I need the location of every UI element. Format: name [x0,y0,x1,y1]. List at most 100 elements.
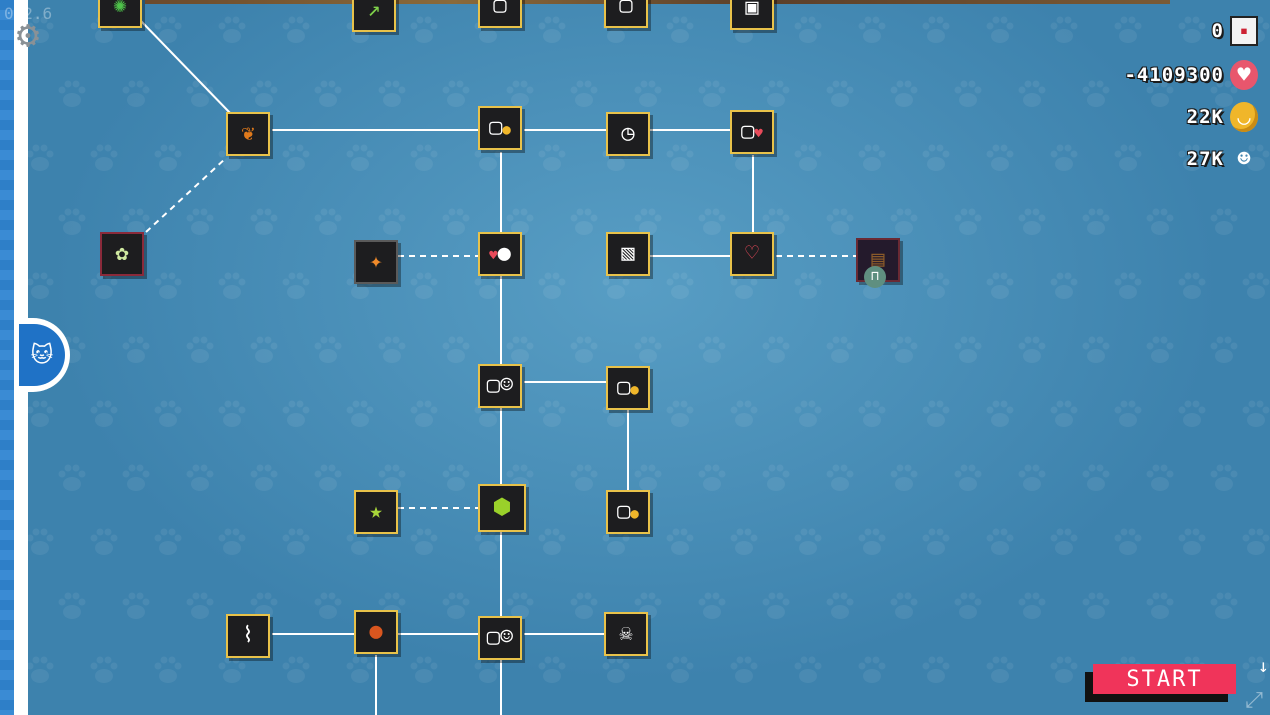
paw-print [762,464,790,491]
fan-icon: ☻ [1237,146,1251,172]
paw-print [986,16,1014,43]
paw-print [1050,400,1078,427]
paw-print [1210,336,1238,363]
dandelion-icon: ✿ [115,241,129,266]
photo-stack-upgrade-node[interactable]: ▧ [606,232,650,276]
paw-print [154,528,182,555]
photo-stack-icon: ▧ [621,241,635,266]
paw-print [58,592,86,619]
night-sketch-icon: ⌇ [242,623,254,648]
photo-to-coin-upgrade-node-2[interactable]: ▢● [606,366,650,410]
photo-to-heart-upgrade-node[interactable]: ▢♥ [730,110,774,154]
paw-print [506,592,534,619]
paw-print [858,528,886,555]
paw-print [282,400,310,427]
love-person-icon: ♥● [489,241,511,266]
start-button[interactable]: START [1093,664,1236,694]
paw-print [538,272,566,299]
paw-print [442,80,470,107]
paw-print [986,400,1014,427]
paw-print [378,464,406,491]
paw-print [1242,656,1270,683]
paw-print [218,400,246,427]
coins-counter: 22K ◡ [1187,102,1258,132]
heart-frame-upgrade-node[interactable]: ♡ [730,232,774,276]
maple-leaf-upgrade-node[interactable]: ❦ [226,112,270,156]
top-photo-upgrade-node-1[interactable]: ▢ [478,0,522,28]
skull-photo-upgrade-node[interactable]: ☠ [604,612,648,656]
paw-print [1178,144,1206,171]
left-panel-stripe [0,0,14,715]
love-person-upgrade-node[interactable]: ♥● [478,232,522,276]
gear-icon[interactable]: ⚙ [16,12,40,56]
dandelion-upgrade-node[interactable]: ✿ [100,232,144,276]
paw-print [506,208,534,235]
paw-print [314,592,342,619]
paw-print [1018,336,1046,363]
photo-to-fan-icon: ▢☺ [486,625,514,650]
paw-print [186,464,214,491]
paw-print [986,144,1014,171]
paw-print [1050,656,1078,683]
paw-print [890,208,918,235]
paw-print [794,656,822,683]
paw-print [858,400,886,427]
paw-print [570,336,598,363]
paw-print [250,592,278,619]
paw-print [186,336,214,363]
paw-print [602,656,630,683]
paw-print [122,80,150,107]
paw-print [762,208,790,235]
orange-planets-upgrade-node[interactable]: ● [354,610,398,654]
paw-print [442,208,470,235]
paw-print [890,592,918,619]
cat-star-upgrade-node[interactable]: ★ [354,490,398,534]
photo-to-fan-upgrade-node-1[interactable]: ▢☺ [478,364,522,408]
paw-print [922,144,950,171]
paw-print [666,656,694,683]
locked-upgrade-node[interactable]: ▤⊓ [856,238,900,288]
paw-print [26,16,54,43]
paw-print [762,336,790,363]
paw-print [1114,272,1142,299]
top-photo-upgrade-node-2[interactable]: ▢ [604,0,648,28]
paw-print [26,656,54,683]
paw-print [666,400,694,427]
photos-counter: 0 ▪ [1212,16,1258,46]
camera-timer-upgrade-node[interactable]: ◷ [606,112,650,156]
paw-print [314,336,342,363]
paw-print [26,400,54,427]
paw-print [794,16,822,43]
paw-print [1178,16,1206,43]
paw-print [666,528,694,555]
photo-to-coin-upgrade-node-3[interactable]: ▢● [606,490,650,534]
paw-print [1210,80,1238,107]
paw-print [378,336,406,363]
paw-print [506,464,534,491]
paw-print [954,208,982,235]
photo-to-fan-upgrade-node-2[interactable]: ▢☺ [478,616,522,660]
grass-icon: ✺ [113,0,127,18]
paw-print [922,656,950,683]
paw-print [826,464,854,491]
hearts-counter: -4109300 ♥ [1124,60,1258,90]
chart-upgrade-node[interactable]: ↗ [352,0,396,32]
paw-print [58,208,86,235]
paw-print [538,16,566,43]
paw-print [986,528,1014,555]
paw-print [634,464,662,491]
paw-print [1114,528,1142,555]
paw-print [282,144,310,171]
paw-print [122,336,150,363]
night-sketch-upgrade-node[interactable]: ⌇ [226,614,270,658]
grass-upgrade-node[interactable]: ✺ [98,0,142,28]
green-rock-upgrade-node[interactable]: ⬢ [478,484,526,532]
fans-value: 27K [1186,148,1224,170]
top-photo-upgrade-node-3[interactable]: ▣ [730,0,774,30]
photo-to-coin-upgrade-node[interactable]: ▢● [478,106,522,150]
cat-photo-upgrade-node[interactable]: ✦ [354,240,398,284]
paw-print [634,80,662,107]
fullscreen-icon[interactable]: ⤢ [1245,688,1263,713]
paw-print [1178,272,1206,299]
paw-print [890,80,918,107]
